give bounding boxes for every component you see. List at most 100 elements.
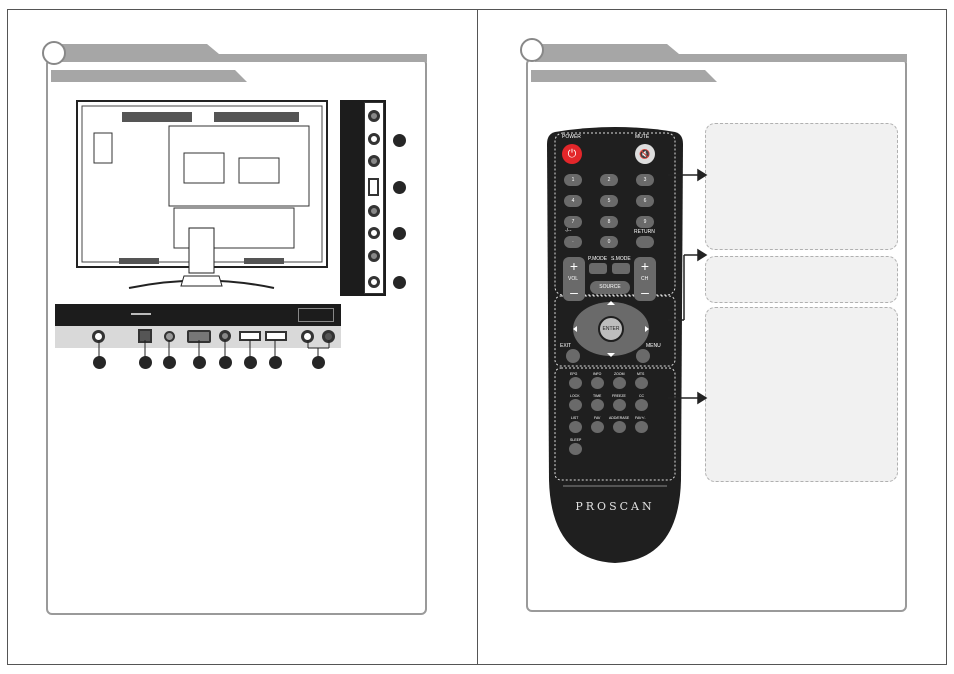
- source-button[interactable]: SOURCE: [590, 281, 630, 294]
- fav-button[interactable]: [591, 421, 604, 433]
- remote-mute-button[interactable]: 🔇: [635, 144, 655, 164]
- left-section-tab: [55, 44, 427, 62]
- source-label: SOURCE: [599, 284, 621, 290]
- fav-plus-minus-label: FAV+/-: [635, 416, 646, 420]
- digit-label: 3: [643, 177, 647, 183]
- freeze-button[interactable]: [613, 399, 626, 411]
- info-button[interactable]: [591, 377, 604, 389]
- time-button[interactable]: [591, 399, 604, 411]
- rear-label-box: [298, 308, 334, 322]
- side-callout-dot-2: [393, 181, 406, 194]
- digit-button-5[interactable]: 5: [600, 195, 618, 207]
- epg-button[interactable]: [569, 377, 582, 389]
- digit-label: 1: [571, 177, 575, 183]
- fav-plus-minus-button[interactable]: [635, 421, 648, 433]
- side-av-jack-5: [368, 227, 380, 239]
- menu-button[interactable]: [636, 349, 650, 363]
- page-divider: [477, 9, 478, 665]
- time-label: TIME: [593, 394, 602, 398]
- pmode-label: P.MODE: [588, 256, 608, 262]
- vol-label: VOL: [568, 276, 579, 282]
- ch-label: CH: [641, 276, 649, 282]
- side-av-jack-1: [368, 110, 380, 122]
- rear-callout-dot-2: [139, 356, 152, 369]
- rear-callout-dot-1: [93, 356, 106, 369]
- return-label: RETURN: [634, 229, 655, 235]
- digit-button-4[interactable]: 4: [564, 195, 582, 207]
- digit-button-6[interactable]: 6: [636, 195, 654, 207]
- epg-label: EPG: [570, 372, 578, 376]
- remote-power-button[interactable]: ⏻: [562, 144, 582, 164]
- callout-arrows: [668, 168, 708, 405]
- digit-button-2[interactable]: 2: [600, 174, 618, 186]
- callout-box-bottom: [705, 307, 898, 482]
- return-button[interactable]: [636, 236, 654, 248]
- dot-label: ·: [572, 239, 574, 245]
- digit-button-9[interactable]: 9: [636, 216, 654, 228]
- zoom-button[interactable]: [613, 377, 626, 389]
- rear-callout-dot-3: [163, 356, 176, 369]
- digit-button-8[interactable]: 8: [600, 216, 618, 228]
- sleep-button[interactable]: [569, 443, 582, 455]
- add-erase-label: ADD/ERASE: [609, 416, 630, 420]
- side-av-jack-4: [368, 205, 380, 217]
- mts-button[interactable]: [635, 377, 648, 389]
- exit-button[interactable]: [566, 349, 580, 363]
- digit-label: 0: [607, 239, 611, 245]
- tv-rear-illustration: [76, 100, 328, 289]
- dash-button[interactable]: ·: [564, 236, 582, 248]
- side-av-jack-3: [368, 155, 380, 167]
- rear-callout-dot-4: [193, 356, 206, 369]
- ch-up-button[interactable]: +: [640, 258, 650, 274]
- remote-brand-logo: PROSCAN: [575, 500, 655, 513]
- right-section-tab: [535, 44, 907, 62]
- mute-icon: 🔇: [639, 149, 651, 159]
- dpad[interactable]: [571, 300, 651, 358]
- lock-button[interactable]: [569, 399, 582, 411]
- left-subsection-tab: [51, 70, 247, 82]
- vol-rocker: [563, 257, 585, 301]
- digit-label: 2: [607, 177, 611, 183]
- rear-callout-dot-8: [312, 356, 325, 369]
- right-subsection-tab: [531, 70, 717, 82]
- cc-button[interactable]: [635, 399, 648, 411]
- left-section-number-circle: [42, 41, 66, 65]
- digit-label: 4: [571, 198, 575, 204]
- rear-callout-dot-5: [219, 356, 232, 369]
- digit-label: 8: [607, 219, 611, 225]
- list-label: LIST: [571, 416, 579, 420]
- power-icon: ⏻: [567, 148, 577, 160]
- list-button[interactable]: [569, 421, 582, 433]
- digit-label: 9: [643, 219, 647, 225]
- side-callout-dot-4: [393, 276, 406, 289]
- remote-mute-label: MUTE: [635, 134, 650, 140]
- cc-label: CC: [639, 394, 645, 398]
- smode-button[interactable]: [612, 263, 630, 274]
- side-input-strip: [364, 102, 384, 294]
- pmode-button[interactable]: [589, 263, 607, 274]
- vol-down-button[interactable]: –: [570, 284, 578, 300]
- digit-label: 6: [643, 198, 647, 204]
- rear-input-bar-top: [55, 304, 341, 326]
- vol-up-button[interactable]: +: [569, 258, 579, 274]
- sleep-label: SLEEP: [570, 438, 582, 442]
- freeze-label: FREEZE: [612, 394, 626, 398]
- side-callout-dot-3: [393, 227, 406, 240]
- exit-label: EXIT: [560, 343, 572, 349]
- callout-box-top: [705, 123, 898, 250]
- function-grid: EPG INFO ZOOM MTS LOCK TIME FREEZE CC LI…: [566, 372, 656, 462]
- mts-label: MTS: [637, 372, 645, 376]
- enter-label: ENTER: [602, 326, 620, 332]
- right-section-number-circle: [520, 38, 544, 62]
- digit-button-1[interactable]: 1: [564, 174, 582, 186]
- lock-label: LOCK: [570, 394, 580, 398]
- side-callout-dot-1: [393, 134, 406, 147]
- side-av-jack-6: [368, 250, 380, 262]
- ch-down-button[interactable]: –: [641, 284, 649, 300]
- fav-label: FAV: [594, 416, 601, 420]
- digit-button-7[interactable]: 7: [564, 216, 582, 228]
- digit-button-3[interactable]: 3: [636, 174, 654, 186]
- digit-button-0[interactable]: 0: [600, 236, 618, 248]
- rear-callout-dot-7: [269, 356, 282, 369]
- add-erase-button[interactable]: [613, 421, 626, 433]
